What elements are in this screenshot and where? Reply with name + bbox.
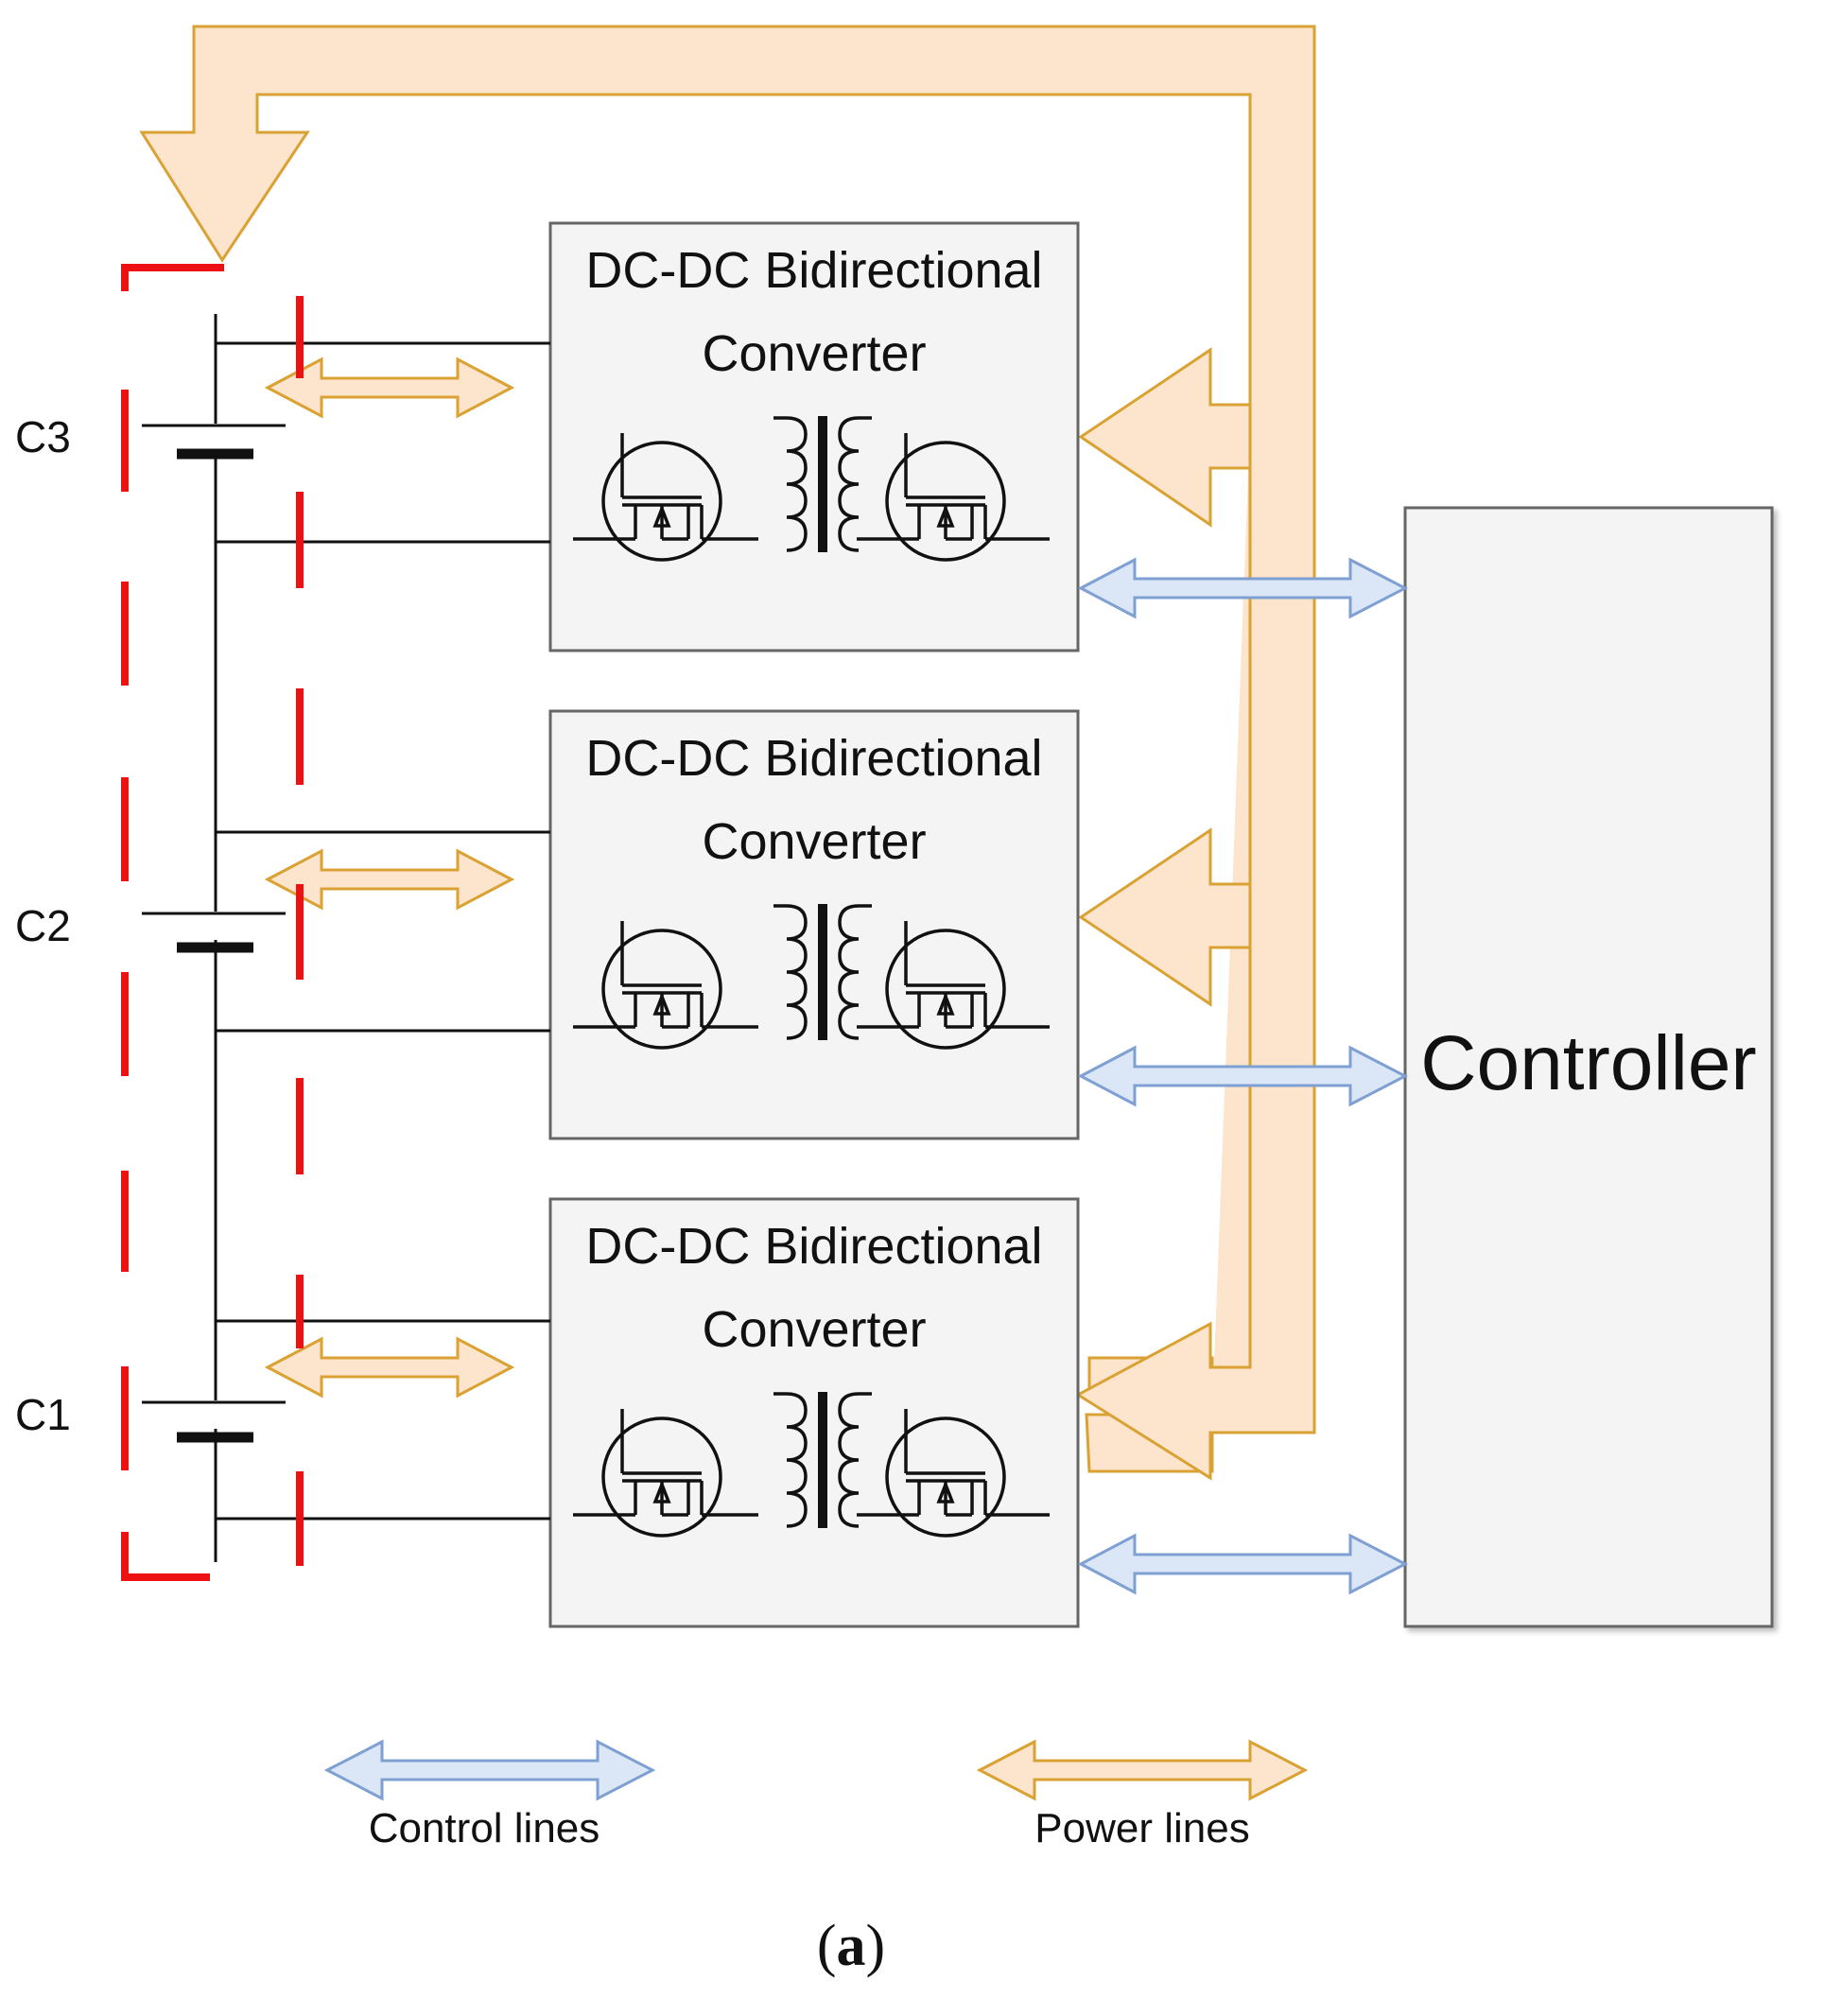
legend: Control lines Power lines: [323, 1739, 1309, 1851]
converter-title-line2: Converter: [702, 1301, 926, 1358]
cell-stack-boundary: [121, 264, 304, 1581]
converter-title-line1: DC-DC Bidirectional: [585, 242, 1042, 299]
figure-caption: (a): [817, 1914, 885, 1978]
converter-middle: DC-DC Bidirectional Converter: [548, 709, 1080, 1140]
power-line-c1: [264, 1336, 515, 1399]
legend-control-arrow: [323, 1739, 656, 1801]
legend-power-label: Power lines: [1034, 1805, 1249, 1851]
control-line-bottom: [1077, 1533, 1409, 1595]
converter-title-line1: DC-DC Bidirectional: [585, 1218, 1042, 1275]
cell-label-c1: C1: [15, 1390, 71, 1439]
cell-stack: [142, 314, 550, 1562]
cell-label-c3: C3: [15, 412, 71, 461]
legend-power-arrow: [976, 1739, 1309, 1801]
controller-block: Controller: [1403, 506, 1774, 1628]
power-line-c2: [264, 848, 515, 911]
converter-title-line2: Converter: [702, 325, 926, 382]
converter-top: DC-DC Bidirectional Converter: [548, 221, 1080, 652]
control-line-mid: [1077, 1045, 1409, 1107]
power-branch-top: [1078, 347, 1252, 528]
power-bus: [1085, 26, 1267, 1473]
converter-bottom: DC-DC Bidirectional Converter: [548, 1197, 1080, 1628]
power-line-c3: [264, 356, 515, 419]
converter-title-line1: DC-DC Bidirectional: [585, 730, 1042, 787]
control-line-top: [1077, 557, 1409, 619]
controller-label: Controller: [1420, 1020, 1756, 1106]
power-branch-mid: [1078, 827, 1252, 1007]
power-bus-corridor: [139, 25, 1316, 1481]
legend-control-label: Control lines: [369, 1805, 600, 1851]
cell-label-c2: C2: [15, 901, 71, 950]
converter-title-line2: Converter: [702, 813, 926, 870]
